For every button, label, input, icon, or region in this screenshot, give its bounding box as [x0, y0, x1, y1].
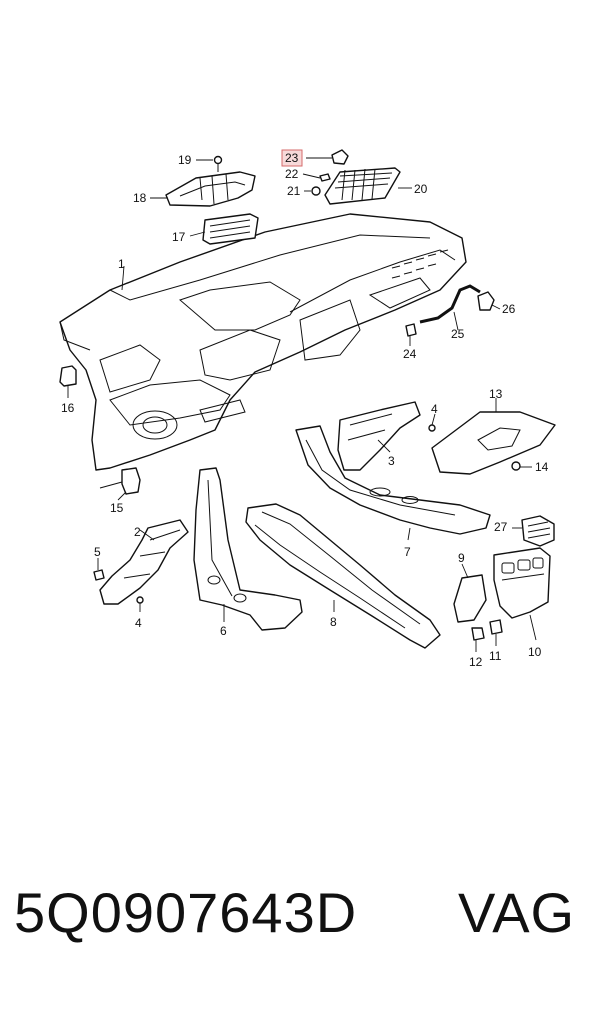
callout-21: 21: [287, 184, 301, 198]
callout-8: 8: [330, 615, 337, 629]
callout-26: 26: [502, 302, 516, 316]
connector-26: [477, 291, 495, 311]
callout-20: 20: [414, 182, 428, 196]
callout-17: 17: [172, 230, 186, 244]
clip-21: [311, 186, 321, 196]
footer: 5Q0907643D VAG: [0, 880, 600, 990]
highlight-box-23: [281, 149, 303, 167]
callout-27: 27: [494, 520, 508, 534]
side-vent-16: [59, 365, 77, 387]
callout-6: 6: [220, 624, 227, 638]
clip-22: [319, 173, 331, 182]
screw-5: [93, 569, 105, 581]
cover-panel-13: [431, 411, 556, 475]
callout-18: 18: [133, 191, 147, 205]
callout-15: 15: [110, 501, 124, 515]
callout-10: 10: [528, 645, 542, 659]
callout-13: 13: [489, 387, 503, 401]
clip-24: [405, 323, 417, 337]
callout-23: 23: [285, 151, 299, 165]
callout-11: 11: [489, 649, 502, 663]
callout-3: 3: [388, 454, 395, 468]
hose-25: [419, 284, 481, 324]
center-vent-frame: [165, 171, 256, 207]
screw-19: [213, 155, 223, 172]
callout-4-center: 4: [431, 402, 438, 416]
callout-1: 1: [118, 257, 125, 271]
clip-11: [489, 619, 503, 635]
callout-2: 2: [134, 525, 141, 539]
callout-9: 9: [458, 551, 465, 565]
bracket-9: [453, 574, 487, 623]
screw-4-left: [136, 596, 144, 604]
callout-4-left: 4: [135, 616, 142, 630]
air-duct-8: [245, 503, 441, 649]
clip-23: [331, 149, 349, 165]
callout-5: 5: [94, 545, 101, 559]
callout-25: 25: [451, 327, 465, 341]
air-duct-3: [337, 401, 421, 471]
callout-22: 22: [285, 167, 299, 181]
clip-12: [471, 627, 485, 641]
callout-16: 16: [61, 401, 75, 415]
rear-vent-10: [493, 547, 551, 619]
leader-lines: [67, 157, 537, 652]
sensor-15: [99, 467, 141, 495]
dashboard-panel: [59, 213, 467, 471]
defroster-vent: [324, 167, 401, 205]
callout-24: 24: [403, 347, 417, 361]
screw-4-center: [428, 424, 436, 432]
brand-name: VAG: [458, 881, 576, 944]
callout-7: 7: [404, 545, 411, 559]
parts-diagram: 1 2 3 4 4 5 6 7 8 9 10 11 12 13 14 15 16…: [59, 149, 556, 669]
vent-27: [521, 515, 555, 547]
air-duct-6: [193, 467, 303, 631]
center-vent-grille: [202, 213, 259, 245]
air-duct-2: [99, 519, 189, 605]
callout-14: 14: [535, 460, 549, 474]
callout-12: 12: [469, 655, 483, 669]
nut-14: [511, 461, 521, 471]
air-duct-7: [295, 425, 491, 535]
part-number: 5Q0907643D: [14, 881, 358, 944]
callout-19: 19: [178, 153, 192, 167]
